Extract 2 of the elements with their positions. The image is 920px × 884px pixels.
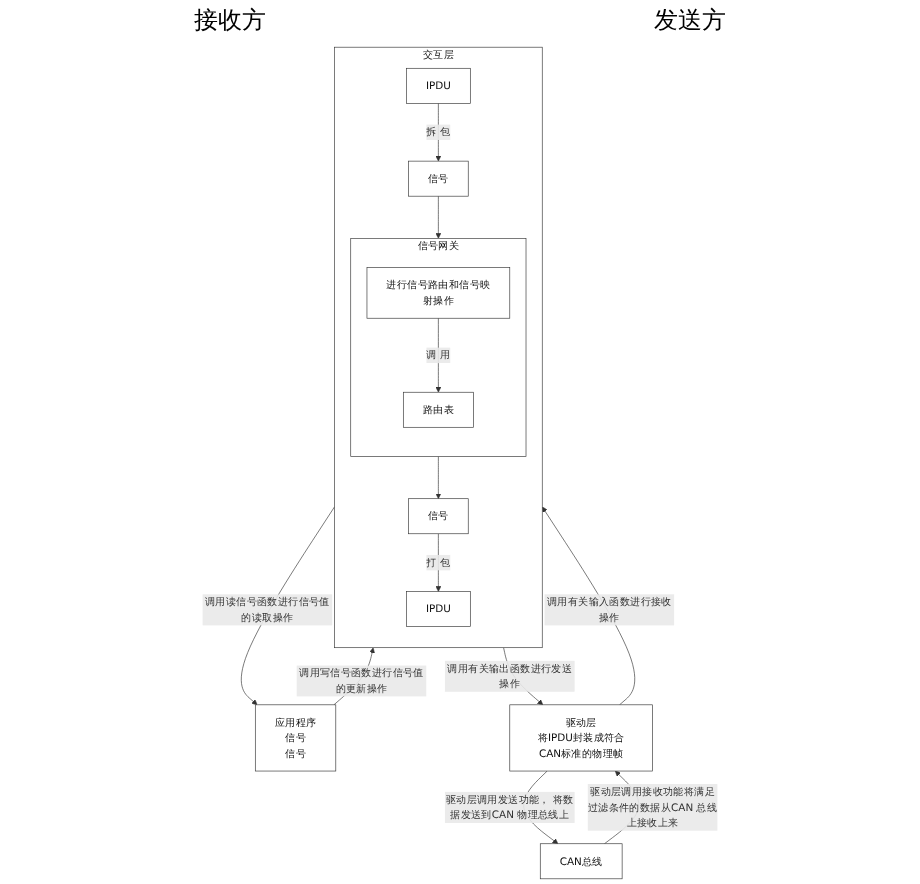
column-heading: 接收方 bbox=[194, 4, 266, 38]
column-heading: 发送方 bbox=[654, 4, 726, 38]
